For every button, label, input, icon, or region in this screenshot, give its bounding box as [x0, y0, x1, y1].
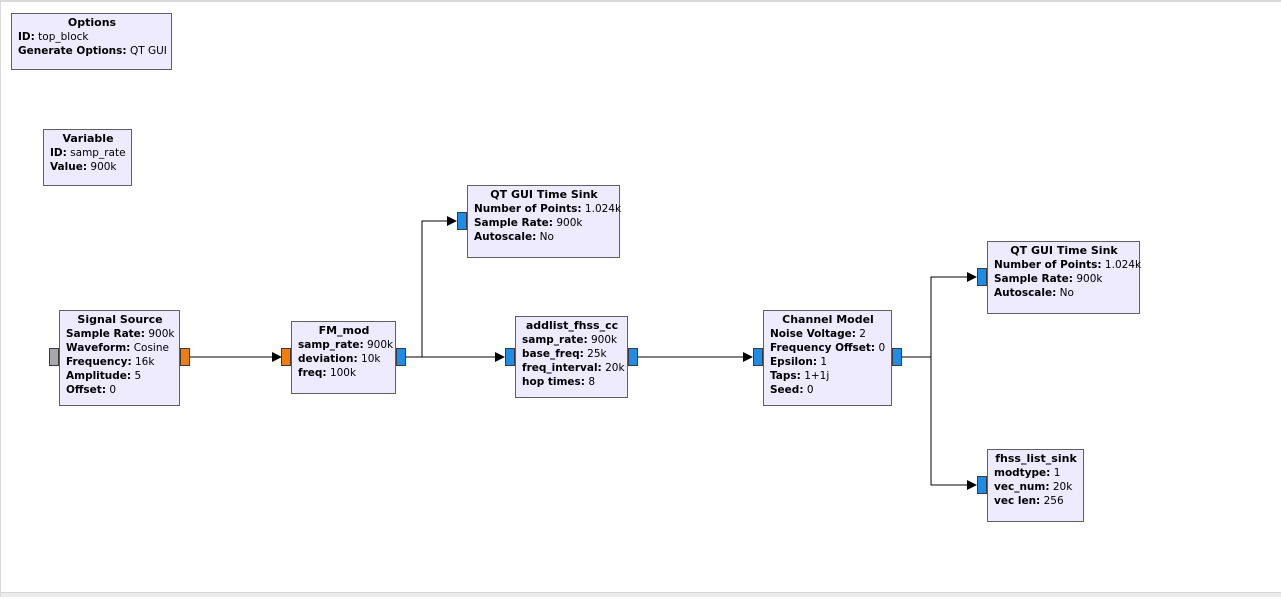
wire-channel-to-timesink2: [902, 272, 977, 358]
time-sink-1-in-port[interactable]: [457, 212, 467, 230]
options-block[interactable]: Options ID: top_block Generate Options: …: [11, 13, 172, 70]
fhss-list-sink-block[interactable]: fhss_list_sink modtype: 1 vec_num: 20k v…: [987, 449, 1084, 522]
fm-mod-out-port[interactable]: [396, 348, 406, 366]
horizontal-scrollbar[interactable]: [1, 592, 1281, 597]
wire-channel-to-listsink: [930, 357, 977, 490]
param-row: deviation: 10k: [298, 353, 381, 365]
addlist-in-port[interactable]: [505, 348, 515, 366]
param-row: vec_num: 20k: [994, 481, 1073, 493]
fm-mod-block[interactable]: FM_mod samp_rate: 900k deviation: 10k fr…: [291, 321, 396, 394]
block-title: Variable: [62, 132, 114, 145]
wire-fmmod-to-timesink1: [406, 216, 457, 358]
signal-source-out-port[interactable]: [180, 348, 190, 366]
param-row: Seed: 0: [770, 384, 814, 396]
block-title: QT GUI Time Sink: [1010, 244, 1118, 257]
param-row: Frequency Offset: 0: [770, 342, 886, 354]
block-title: addlist_fhss_cc: [525, 319, 619, 332]
param-row: Epsilon: 1: [770, 356, 828, 368]
param-row: ID: samp_rate: [50, 147, 126, 159]
param-row: Noise Voltage: 2: [770, 328, 866, 340]
fhss-list-sink-in-port[interactable]: [977, 476, 987, 494]
param-row: Waveform: Cosine: [66, 342, 169, 354]
time-sink-2-block[interactable]: QT GUI Time Sink Number of Points: 1.024…: [987, 241, 1142, 314]
block-title: Options: [67, 16, 117, 29]
param-row: modtype: 1: [994, 467, 1061, 479]
param-row: base_freq: 25k: [522, 348, 607, 360]
time-sink-2-in-port[interactable]: [977, 268, 987, 286]
param-row: Sample Rate: 900k: [994, 273, 1103, 285]
channel-model-in-port[interactable]: [753, 348, 763, 366]
param-row: Autoscale: No: [994, 287, 1074, 299]
param-row: Value: 900k: [50, 161, 117, 173]
param-row: samp_rate: 900k: [298, 339, 394, 351]
signal-source-block[interactable]: Signal Source Sample Rate: 900k Waveform…: [59, 310, 180, 406]
param-row: Amplitude: 5: [66, 370, 142, 382]
param-row: Sample Rate: 900k: [66, 328, 175, 340]
param-row: Taps: 1+1j: [770, 370, 830, 382]
param-row: vec len: 256: [994, 495, 1064, 507]
param-row: samp_rate: 900k: [522, 334, 618, 346]
param-row: Number of Points: 1.024k: [994, 259, 1142, 271]
param-row: freq_interval: 20k: [522, 362, 625, 374]
param-row: Generate Options: QT GUI: [18, 45, 167, 57]
block-title: Channel Model: [782, 313, 874, 326]
fm-mod-in-port[interactable]: [281, 348, 291, 366]
param-row: hop times: 8: [522, 376, 596, 388]
block-title: FM_mod: [318, 324, 370, 337]
block-title: QT GUI Time Sink: [490, 188, 598, 201]
block-title: fhss_list_sink: [995, 452, 1077, 465]
variable-block[interactable]: Variable ID: samp_rate Value: 900k: [43, 129, 132, 186]
param-row: ID: top_block: [18, 31, 89, 43]
param-row: Offset: 0: [66, 384, 117, 396]
time-sink-1-block[interactable]: QT GUI Time Sink Number of Points: 1.024…: [467, 185, 622, 258]
param-row: freq: 100k: [298, 367, 357, 379]
param-row: Autoscale: No: [474, 231, 554, 243]
block-title: Signal Source: [77, 313, 163, 326]
param-row: Frequency: 16k: [66, 356, 155, 368]
addlist-fhss-block[interactable]: addlist_fhss_cc samp_rate: 900k base_fre…: [515, 316, 628, 398]
addlist-out-port[interactable]: [628, 348, 638, 366]
param-row: Number of Points: 1.024k: [474, 203, 622, 215]
signal-source-unused-port[interactable]: [49, 348, 59, 366]
channel-model-block[interactable]: Channel Model Noise Voltage: 2 Frequency…: [763, 310, 892, 406]
param-row: Sample Rate: 900k: [474, 217, 583, 229]
channel-model-out-port[interactable]: [892, 348, 902, 366]
